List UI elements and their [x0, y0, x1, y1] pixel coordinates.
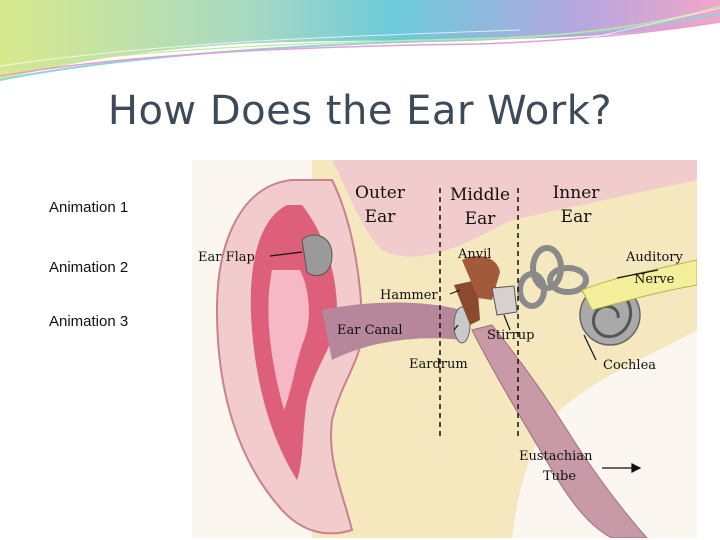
- semicircular-canals: [517, 245, 589, 309]
- ear-cartilage-inner: [268, 270, 309, 410]
- label-pointers: [269, 251, 659, 473]
- ear-flap-label: Ear Flap: [198, 250, 255, 265]
- eardrum-label: Eardrum: [409, 357, 468, 372]
- slide-title: How Does the Ear Work?: [107, 88, 613, 134]
- auditory-nerve-shape: [581, 259, 697, 311]
- header-banner-decoration: [0, 0, 720, 81]
- auditory-nerve-label-2: Nerve: [634, 272, 675, 287]
- stirrup-label: Stirrup: [487, 328, 534, 343]
- stirrup-bone: [491, 285, 518, 316]
- outer-ear-label-1: Outer: [355, 183, 406, 203]
- middle-ear-label-1: Middle: [450, 185, 510, 205]
- animation-1-link[interactable]: Animation 1: [49, 199, 129, 216]
- auditory-nerve-label-1: Auditory: [625, 250, 684, 265]
- eustachian-tube-shape: [471, 324, 648, 538]
- ear-canal-label: Ear Canal: [337, 323, 403, 338]
- hammer-label: Hammer: [380, 288, 438, 303]
- skin-layer: [332, 160, 697, 257]
- hammer-bone: [454, 280, 480, 325]
- ear-canal-shape: [322, 302, 462, 360]
- outer-ear-label-2: Ear: [365, 207, 397, 227]
- inner-ear-label-2: Ear: [561, 207, 593, 227]
- tragus-shape: [301, 234, 333, 277]
- animation-3-link[interactable]: Animation 3: [49, 313, 129, 330]
- anvil-bone: [462, 256, 500, 300]
- cochlea-label: Cochlea: [603, 358, 656, 373]
- animation-2-link[interactable]: Animation 2: [49, 259, 129, 276]
- eustachian-tube-label-2: Tube: [543, 469, 576, 484]
- anvil-label: Anvil: [457, 247, 491, 262]
- middle-ear-label-2: Ear: [465, 209, 497, 229]
- eustachian-tube-label-1: Eustachian: [519, 449, 593, 464]
- ear-anatomy-diagram: Outer Ear Middle Ear Inner Ear Ear Flap …: [192, 160, 697, 538]
- inner-ear-label-1: Inner: [553, 183, 601, 203]
